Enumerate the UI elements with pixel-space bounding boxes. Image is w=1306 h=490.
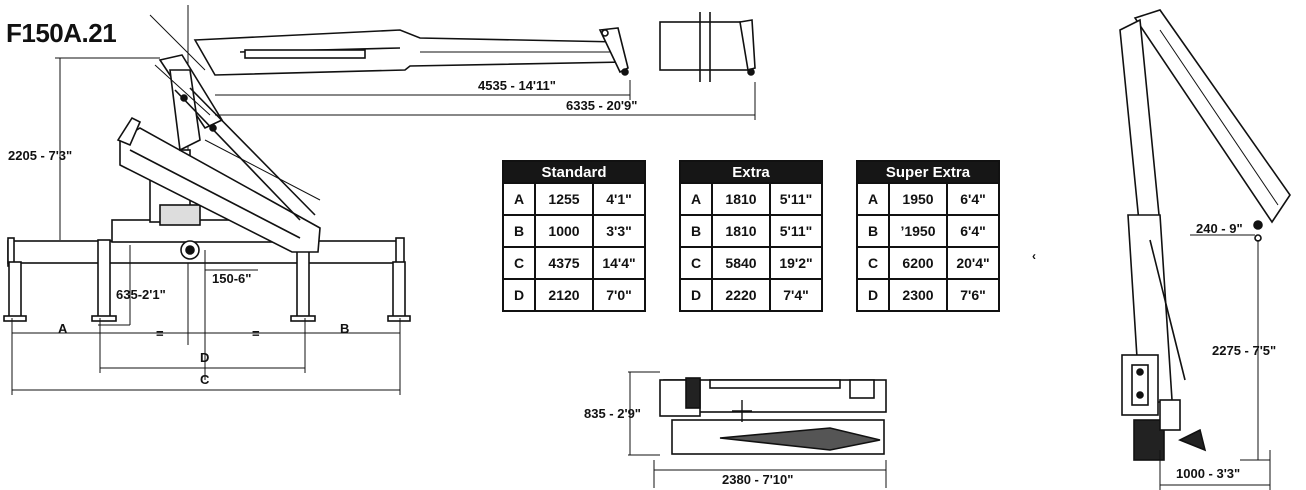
- front-dimensions: [11, 57, 756, 395]
- row-ft: 6'4": [946, 182, 1000, 216]
- row-ft: 7'0": [592, 278, 646, 312]
- dim-d-label: D: [200, 350, 209, 365]
- leg-outer-right: [392, 261, 406, 318]
- dim-c-label: C: [200, 372, 210, 387]
- row-mm: 2300: [888, 278, 948, 312]
- offset-small-label: 150-6": [212, 271, 251, 286]
- dim-b-label: B: [340, 321, 349, 336]
- table-standard: Standard A 1255 4'1" B 1000 3'3" C 4375 …: [502, 160, 646, 312]
- stowed-dimension-labels: 835 - 2'9" 2380 - 7'10": [584, 406, 793, 487]
- side-upper-boom: [1133, 9, 1291, 224]
- dim-a-label: A: [58, 321, 68, 336]
- side-main-boom: [1119, 18, 1161, 234]
- equal-left-label: =: [156, 326, 164, 341]
- height-column-label: 2205 - 7'3": [8, 148, 72, 163]
- leg-inner-left: [97, 239, 111, 319]
- row-mm: 2220: [711, 278, 771, 312]
- equal-right-label: =: [252, 326, 260, 341]
- table-super-extra: Super Extra A 1950 6'4" B ’1950 6'4" C 6…: [856, 160, 1000, 312]
- row-mm: 2120: [534, 278, 594, 312]
- table-row: B ’1950 6'4": [856, 214, 1000, 248]
- table-extra: Extra A 1810 5'11" B 1810 5'11" C 5840 1…: [679, 160, 823, 312]
- row-key: B: [679, 214, 713, 248]
- row-ft: 5'11": [769, 182, 823, 216]
- row-mm: 4375: [534, 246, 594, 280]
- row-key: A: [856, 182, 890, 216]
- table-row: A 1950 6'4": [856, 182, 1000, 216]
- row-key: A: [679, 182, 713, 216]
- table-row: D 2220 7'4": [679, 278, 823, 312]
- side-height-label: 2275 - 7'5": [1212, 343, 1276, 358]
- row-ft: 19'2": [769, 246, 823, 280]
- row-mm: 6200: [888, 246, 948, 280]
- table-row: C 4375 14'4": [502, 246, 646, 280]
- stray-mark: ‹: [1032, 249, 1036, 263]
- table-row: A 1255 4'1": [502, 182, 646, 216]
- row-key: D: [856, 278, 890, 312]
- row-key: C: [856, 246, 890, 280]
- table-row: C 6200 20'4": [856, 246, 1000, 280]
- table-row: D 2120 7'0": [502, 278, 646, 312]
- extension-detail: [659, 21, 751, 71]
- front-dimension-labels: 4535 - 14'11" 6335 - 20'9" 2205 - 7'3" 1…: [8, 78, 637, 387]
- hook-offset-label: 240 - 9": [1196, 221, 1243, 236]
- table-title: Standard: [502, 160, 646, 184]
- row-key: B: [502, 214, 536, 248]
- row-ft: 6'4": [946, 214, 1000, 248]
- side-dimension-labels: 240 - 9" 2275 - 7'5" 1000 - 3'3": [1176, 221, 1276, 481]
- stowed-view-crane: [659, 377, 887, 455]
- row-ft: 7'4": [769, 278, 823, 312]
- row-key: C: [679, 246, 713, 280]
- side-view-crane: [1119, 9, 1291, 461]
- table-row: D 2300 7'6": [856, 278, 1000, 312]
- table-row: B 1810 5'11": [679, 214, 823, 248]
- row-ft: 4'1": [592, 182, 646, 216]
- row-mm: 1810: [711, 182, 771, 216]
- model-title: F150A.21: [6, 18, 117, 48]
- row-mm: 1000: [534, 214, 594, 248]
- stowed-height-label: 835 - 2'9": [584, 406, 641, 421]
- row-mm: 1255: [534, 182, 594, 216]
- row-key: D: [502, 278, 536, 312]
- inner-boom: [119, 127, 321, 253]
- row-key: C: [502, 246, 536, 280]
- table-row: A 1810 5'11": [679, 182, 823, 216]
- row-mm: 1810: [711, 214, 771, 248]
- boom-reach-1-label: 4535 - 14'11": [478, 78, 556, 93]
- side-base-width-label: 1000 - 3'3": [1176, 466, 1240, 481]
- row-mm: 5840: [711, 246, 771, 280]
- row-key: A: [502, 182, 536, 216]
- row-ft: 20'4": [946, 246, 1000, 280]
- row-key: D: [679, 278, 713, 312]
- side-dimensions: [1159, 234, 1271, 490]
- row-ft: 5'11": [769, 214, 823, 248]
- row-ft: 14'4": [592, 246, 646, 280]
- row-mm: 1950: [888, 182, 948, 216]
- stowed-length-label: 2380 - 7'10": [722, 472, 793, 487]
- row-mm: ’1950: [888, 214, 948, 248]
- front-view-crane: [3, 5, 756, 345]
- table-title: Extra: [679, 160, 823, 184]
- outrigger-offset-label: 635-2'1": [116, 287, 166, 302]
- boom-reach-2-label: 6335 - 20'9": [566, 98, 637, 113]
- stowed-dimensions: [628, 371, 887, 488]
- table-row: B 1000 3'3": [502, 214, 646, 248]
- leg-outer-left: [8, 261, 22, 318]
- row-ft: 7'6": [946, 278, 1000, 312]
- row-ft: 3'3": [592, 214, 646, 248]
- table-title: Super Extra: [856, 160, 1000, 184]
- row-key: B: [856, 214, 890, 248]
- table-row: C 5840 19'2": [679, 246, 823, 280]
